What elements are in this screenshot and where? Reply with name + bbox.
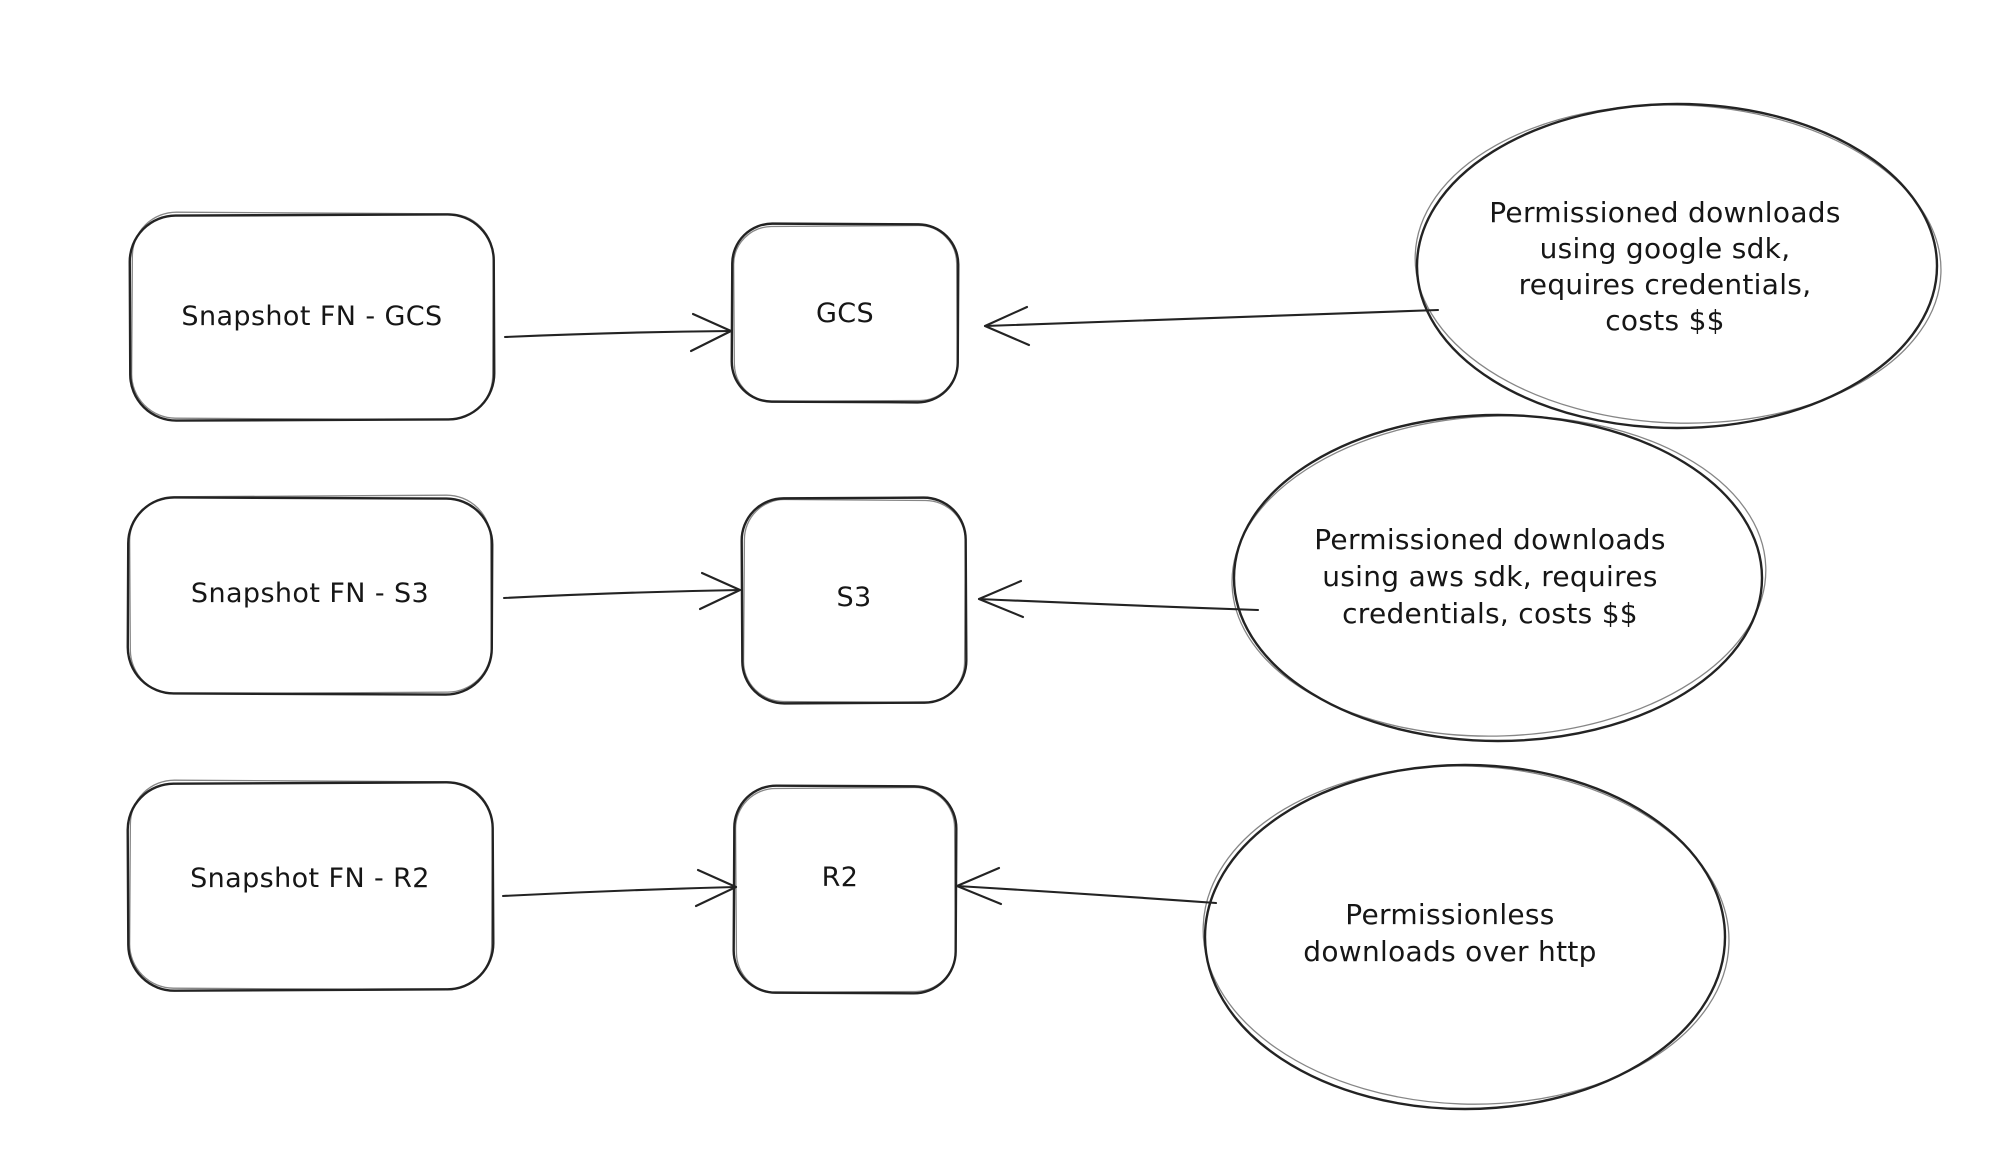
node-box: [126, 496, 494, 696]
annotation-line: credentials, costs $$: [1342, 597, 1638, 630]
arrow-head: [694, 868, 738, 908]
annotation-line: using aws sdk, requires: [1322, 560, 1658, 593]
arrow-head: [983, 305, 1031, 347]
flow-row-gcs: Snapshot FN - GCS GCS Permissioned downl…: [128, 96, 1947, 432]
annotation-ellipse-sketch-line: [1231, 415, 1767, 737]
node-label: Snapshot FN - GCS: [181, 301, 442, 332]
node-gcs[interactable]: GCS: [730, 222, 960, 404]
annotation-ellipse: [1232, 413, 1764, 743]
annotation-ellipse-sketch-line: [1202, 765, 1730, 1105]
annotation-line: Permissioned downloads: [1489, 196, 1841, 229]
node-box: [740, 496, 968, 705]
node-r2[interactable]: R2: [732, 784, 958, 995]
arrow-snapshot-to-s3[interactable]: [502, 571, 742, 611]
arrow-snapshot-to-r2[interactable]: [501, 868, 738, 908]
arrow-shaft: [503, 329, 733, 339]
node-box: [732, 784, 958, 995]
node-label: S3: [836, 582, 871, 613]
node-box: [126, 781, 495, 992]
arrow-annotation-to-gcs[interactable]: [983, 305, 1440, 347]
node-label: GCS: [816, 298, 874, 329]
annotation-line: Permissioned downloads: [1314, 523, 1666, 556]
annotation-line: downloads over http: [1303, 935, 1596, 968]
node-box-sketch-line: [742, 498, 967, 704]
annotation-ellipse: [1415, 102, 1939, 430]
node-label: Snapshot FN - R2: [190, 863, 430, 894]
arrow-annotation-to-s3[interactable]: [977, 579, 1260, 619]
annotation-r2[interactable]: Permissionless downloads over http: [1197, 757, 1734, 1113]
node-box-sketch-line: [129, 494, 492, 695]
annotation-line: using google sdk,: [1540, 232, 1791, 265]
arrow-shaft: [977, 597, 1260, 612]
flow-row-s3: Snapshot FN - S3 S3 Permissioned downloa…: [126, 407, 1772, 745]
arrow-shaft: [983, 308, 1440, 328]
arrow-annotation-to-r2[interactable]: [955, 866, 1218, 906]
node-label: Snapshot FN - S3: [191, 578, 429, 609]
node-box-sketch-line: [734, 786, 957, 994]
annotation-s3[interactable]: Permissioned downloads using aws sdk, re…: [1227, 407, 1772, 745]
node-box-sketch-line: [733, 224, 958, 403]
arrow-shaft: [501, 885, 738, 898]
flow-row-r2: Snapshot FN - R2 R2 Permissionless downl…: [126, 757, 1734, 1113]
node-box-sketch-line: [130, 211, 495, 421]
node-snapshot-fn-r2[interactable]: Snapshot FN - R2: [126, 779, 495, 992]
annotation-line: costs $$: [1605, 304, 1725, 337]
node-box: [128, 213, 496, 422]
node-snapshot-fn-gcs[interactable]: Snapshot FN - GCS: [128, 211, 496, 422]
annotation-ellipse-sketch-line: [1414, 104, 1942, 424]
node-box-sketch-line: [128, 779, 494, 991]
arrow-head: [955, 866, 1003, 906]
annotation-ellipse: [1203, 763, 1727, 1111]
node-s3[interactable]: S3: [740, 496, 968, 705]
arrow-shaft: [502, 588, 742, 600]
arrow-head: [698, 571, 742, 611]
node-snapshot-fn-s3[interactable]: Snapshot FN - S3: [126, 494, 494, 696]
arrow-head: [977, 579, 1025, 619]
arrow-snapshot-to-gcs[interactable]: [503, 312, 733, 353]
node-box: [730, 222, 960, 404]
arrow-shaft: [955, 884, 1218, 905]
annotation-gcs[interactable]: Permissioned downloads using google sdk,…: [1410, 96, 1947, 432]
annotation-line: Permissionless: [1345, 898, 1554, 931]
arrow-head: [689, 312, 733, 353]
node-label: R2: [822, 862, 859, 893]
annotation-line: requires credentials,: [1519, 268, 1812, 301]
